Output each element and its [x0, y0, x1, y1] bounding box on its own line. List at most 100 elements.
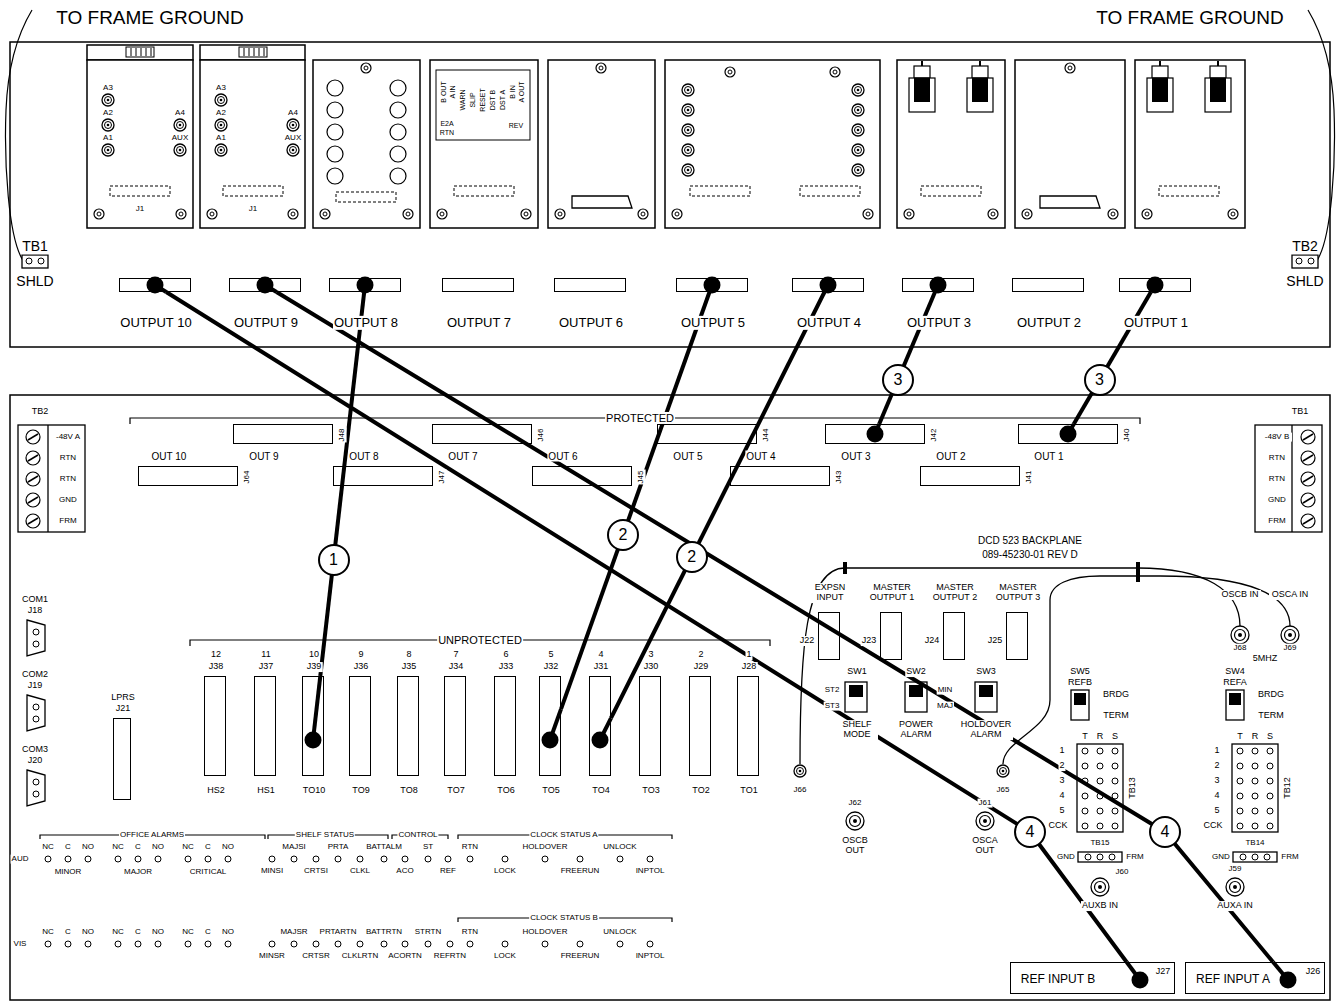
terminal-pin — [1252, 793, 1258, 799]
part-label: ACO — [395, 867, 414, 876]
part-label: R — [1096, 732, 1105, 742]
connector-label: J40 — [1123, 428, 1132, 443]
card-hardware — [1228, 209, 1238, 219]
terminal-pin — [1082, 748, 1273, 860]
part-label: J19 — [27, 681, 44, 691]
connector-slot: OUTPUT 10 — [119, 278, 191, 292]
panel-outline — [10, 42, 1330, 1000]
connector-label: OUT 5 — [672, 451, 703, 462]
dip-switch — [126, 47, 530, 140]
switch-toggle — [849, 685, 1241, 705]
connector-slot: OUTPUT 9 — [229, 278, 301, 292]
connector-label: 12 — [210, 650, 222, 660]
part-label: INPTOL — [635, 867, 666, 876]
connector-label: 10 — [308, 650, 320, 660]
connector-label: J28 — [741, 662, 758, 672]
connector-label: TO3 — [641, 786, 660, 796]
alarm-terminal — [65, 856, 71, 862]
terminal-screw — [26, 430, 40, 444]
connector-slot: 4J31TO4 — [589, 676, 611, 776]
cable — [611, 292, 825, 718]
part-label: MAJSI — [281, 843, 307, 852]
part-label: SLIP — [469, 91, 477, 108]
alarm-terminal — [647, 856, 653, 862]
terminal-pin — [1082, 823, 1088, 829]
part-label: REV — [508, 122, 524, 130]
alarm-terminal — [135, 856, 141, 862]
part-label: SHLD — [1285, 274, 1324, 289]
part-label: SW4 — [1224, 667, 1246, 677]
part-label: FREERUN — [560, 952, 601, 961]
part-label: TB1 — [1291, 407, 1310, 417]
part-label: UNPROTECTED — [437, 634, 523, 646]
alarm-terminal — [502, 941, 508, 947]
part-label: OFFICE ALARMS — [119, 831, 185, 840]
switch-body — [975, 682, 997, 712]
connector-slot: OUTPUT 4 — [792, 278, 864, 292]
terminal-pin — [1267, 793, 1273, 799]
part-label: A3 — [215, 84, 227, 93]
alarm-terminal — [185, 856, 191, 862]
alarm-terminal — [185, 941, 191, 947]
connector-label: J46 — [537, 428, 546, 443]
part-label: REFB — [1067, 678, 1093, 688]
module-card — [1015, 60, 1125, 228]
terminal-screw — [26, 258, 1315, 528]
part-label: GND — [1267, 496, 1287, 505]
connector-label: OUT 7 — [447, 451, 478, 462]
terminal-pin — [1082, 793, 1088, 799]
cable — [166, 292, 1126, 962]
connector-label: MASTER OUTPUT 1 — [866, 583, 918, 603]
part-label: 5MHZ — [1252, 654, 1279, 664]
connector-slot: REF INPUT BJ27 — [1010, 962, 1175, 994]
connector-label: OUTPUT 9 — [233, 316, 299, 330]
alarm-terminal — [577, 856, 583, 862]
card-hardware — [830, 67, 840, 77]
card-hardware — [638, 209, 648, 219]
switch-body — [1071, 690, 1089, 720]
alarm-terminal — [647, 941, 653, 947]
part-label: GND — [1056, 853, 1076, 862]
card-hardware — [863, 209, 873, 219]
part-label: A1 — [215, 134, 227, 143]
terminal-pin — [1097, 748, 1103, 754]
terminal-pin — [1252, 748, 1258, 754]
panel-outline — [10, 42, 1330, 347]
part-label: DCD 523 BACKPLANE — [977, 535, 1083, 546]
panel-outline — [10, 395, 1330, 1000]
connector-label: REF INPUT B — [1020, 973, 1096, 986]
part-label: C — [64, 928, 72, 937]
connector-slot: 12J38HS2 — [204, 676, 226, 776]
part-label: 4 — [1058, 791, 1065, 801]
switch-toggle — [909, 685, 923, 697]
card-hardware — [390, 168, 406, 184]
cable-tie — [843, 562, 847, 574]
part-label: FRM — [1267, 517, 1286, 526]
cable-plug — [542, 732, 559, 749]
terminal-pin — [1112, 808, 1118, 814]
alarm-terminal — [447, 941, 453, 947]
connector-label: J24 — [924, 636, 941, 646]
terminal-pin — [1264, 854, 1270, 860]
connector-slot: OUT 3J42 — [825, 424, 925, 444]
part-label: NO — [151, 928, 165, 937]
alarm-terminal — [577, 941, 583, 947]
terminal-pin — [1112, 778, 1118, 784]
connector-label: 7 — [452, 650, 459, 660]
terminal-pin — [1267, 748, 1273, 754]
part-label: NO — [221, 843, 235, 852]
module-card — [665, 60, 880, 228]
card-hardware — [215, 144, 227, 156]
connector-slot: 10J39TO10 — [302, 676, 324, 776]
part-label: R — [1251, 732, 1260, 742]
connector-slot: OUTPUT 6 — [554, 278, 626, 292]
part-label: TB2 — [1291, 239, 1319, 254]
connector-label: J33 — [498, 662, 515, 672]
terminal-block — [1232, 744, 1278, 832]
part-label: J60 — [1115, 868, 1130, 877]
connector-slot: OUT 1J40 — [1018, 424, 1118, 444]
part-label: NC — [181, 928, 195, 937]
connector-label: J48 — [338, 428, 347, 443]
connector-slot: 5J32TO5 — [539, 676, 561, 776]
